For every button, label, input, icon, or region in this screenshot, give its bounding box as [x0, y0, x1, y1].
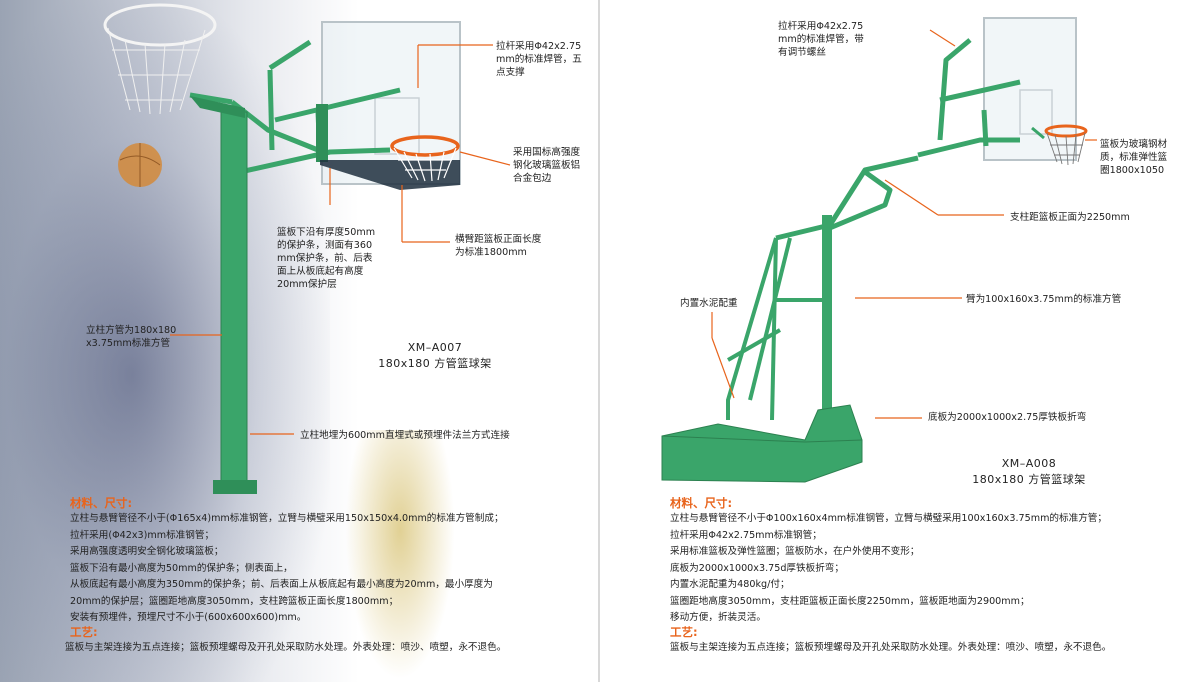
- process-line: 篮板与主架连接为五点连接；篮板预埋螺母及开孔处采取防水处理。外表处理：喷沙、喷塑…: [670, 642, 1112, 653]
- left-page: 拉杆采用Φ42x2.75 mm的标准焊管，五 点支撑 采用国标高强度 钢化玻璃篮…: [0, 0, 598, 682]
- callout-counterweight: 内置水泥配重: [680, 298, 738, 309]
- base-plate: [661, 404, 863, 483]
- xm-a008-hoop-illustration: [661, 17, 1097, 483]
- support-frame: [726, 219, 830, 421]
- materials-line: 20mm的保护层；篮圈距地高度3050mm，支柱跨篮板正面长度1800mm；: [70, 595, 399, 607]
- callout-glass-board: 采用国标高强度 钢化玻璃篮板铝 合金包边: [513, 147, 581, 184]
- materials-line: 安装有预埋件，预埋尺寸不小于(600x600x600)mm。: [70, 612, 307, 623]
- callout-protection-strip: 篮板下沿有厚度50mm 的保护条，测面有360 mm保护条，前、后表 面上从板底…: [277, 227, 376, 290]
- materials-line: 底板为2000x1000x3.75d厚铁板折弯；: [670, 562, 844, 574]
- front-post: [822, 215, 832, 415]
- process-title: 工艺:: [70, 625, 98, 639]
- model-name: 180x180 方管篮球架: [378, 357, 492, 370]
- materials-list: 立柱与悬臂管径不小于Φ100x160x4mm标准钢管，立臂与横璧采用100x16…: [670, 511, 1107, 627]
- arm-frame: [189, 39, 401, 175]
- callout-pull-rod: 拉杆采用Φ42x2.75 mm的标准焊管，带 有调节螺丝: [778, 21, 864, 58]
- net: [393, 147, 457, 182]
- materials-line: 拉杆采用Φ42x2.75mm标准钢管；: [670, 529, 822, 541]
- backboard-target-square: [1019, 89, 1053, 135]
- backboard-lower-edge: [320, 160, 460, 190]
- background-hoop-rim: [103, 3, 217, 47]
- main-post: [220, 111, 248, 483]
- materials-line: 篮板下沿有最小高度为50mm的保护条；侧表面上，: [70, 562, 293, 574]
- callout-pull-rod: 拉杆采用Φ42x2.75 mm的标准焊管，五 点支撑: [496, 41, 582, 78]
- player-photo-background: [0, 0, 330, 682]
- materials-line: 内置水泥配重为480kg/付；: [670, 579, 790, 590]
- callout-embed: 立柱地埋为600mm直埋式或预埋件法兰方式连接: [300, 430, 510, 441]
- process-list: 篮板与主架连接为五点连接；篮板预埋螺母及开孔处采取防水处理。外表处理：喷沙、喷塑…: [65, 640, 506, 657]
- materials-list: 立柱与悬臂管径不小于(Φ165x4)mm标准钢管，立臂与横璧采用150x150x…: [70, 511, 504, 627]
- arm-frame: [775, 38, 1021, 241]
- xm-a007-hoop-illustration: [103, 3, 511, 494]
- callout-lines: [170, 44, 511, 435]
- rim-bracket: [1031, 126, 1045, 140]
- materials-line: 采用标准篮板及弹性篮圈；篮板防水，在户外使用不变形；: [670, 546, 920, 557]
- background-hoop-net: [107, 27, 206, 115]
- net: [1046, 132, 1086, 166]
- materials-line: 移动方便，折装灵活。: [670, 612, 766, 623]
- materials-line: 篮圈距地高度3050mm，支柱距篮板正面长度2250mm，篮板距地面为2900m…: [670, 595, 1030, 607]
- callout-post: 立柱方管为180x180 x3.75mm标准方管: [86, 325, 177, 349]
- materials-title: 材料、尺寸:: [670, 496, 733, 510]
- materials-title: 材料、尺寸:: [70, 496, 133, 510]
- callout-arm-length: 横臂距篮板正面长度 为标准1800mm: [455, 234, 542, 258]
- callout-arm: 臂为100x160x3.75mm的标准方管: [966, 294, 1122, 305]
- model-code: XM–A007: [407, 341, 463, 354]
- player-photo-yellow-jersey: [345, 430, 455, 680]
- callout-post-distance: 支柱距篮板正面为2250mm: [1010, 212, 1130, 223]
- callout-board: 篮板为玻璃钢材 质，标准弹性篮 圈1800x1050: [1100, 139, 1168, 176]
- basketball-seams: [119, 143, 161, 187]
- rim: [390, 135, 460, 157]
- model-label: XM–A007 180x180 方管篮球架: [360, 340, 510, 372]
- materials-line: 立柱与悬臂管径不小于Φ100x160x4mm标准钢管，立臂与横璧采用100x16…: [670, 513, 1107, 524]
- backboard-bracket: [316, 104, 328, 162]
- process-list: 篮板与主架连接为五点连接；篮板预埋螺母及开孔处采取防水处理。外表处理：喷沙、喷塑…: [670, 640, 1111, 657]
- process-line: 篮板与主架连接为五点连接；篮板预埋螺母及开孔处采取防水处理。外表处理：喷沙、喷塑…: [65, 642, 507, 653]
- model-name: 180x180 方管篮球架: [972, 473, 1086, 486]
- model-code: XM–A008: [1001, 457, 1057, 470]
- page-divider: [598, 0, 600, 682]
- post-base-flange: [213, 480, 257, 494]
- post-top-cap: [190, 96, 245, 118]
- model-label: XM–A008 180x180 方管篮球架: [954, 456, 1104, 488]
- base-plate-edge: [661, 435, 863, 443]
- callout-lines: [711, 29, 1097, 419]
- process-title: 工艺:: [670, 625, 698, 639]
- materials-line: 采用高强度透明安全钢化玻璃篮板；: [70, 546, 224, 557]
- materials-line: 立柱与悬臂管径不小于(Φ165x4)mm标准钢管，立臂与横璧采用150x150x…: [70, 513, 504, 524]
- callout-base: 底板为2000x1000x2.75厚铁板折弯: [928, 412, 1087, 423]
- materials-line: 从板底起有最小高度为350mm的保护条；前、后表面上从板底起有最小高度为20mm…: [70, 579, 493, 590]
- materials-line: 拉杆采用(Φ42x3)mm标准钢管；: [70, 529, 215, 541]
- right-page: 拉杆采用Φ42x2.75 mm的标准焊管，带 有调节螺丝 篮板为玻璃钢材 质，标…: [600, 0, 1194, 682]
